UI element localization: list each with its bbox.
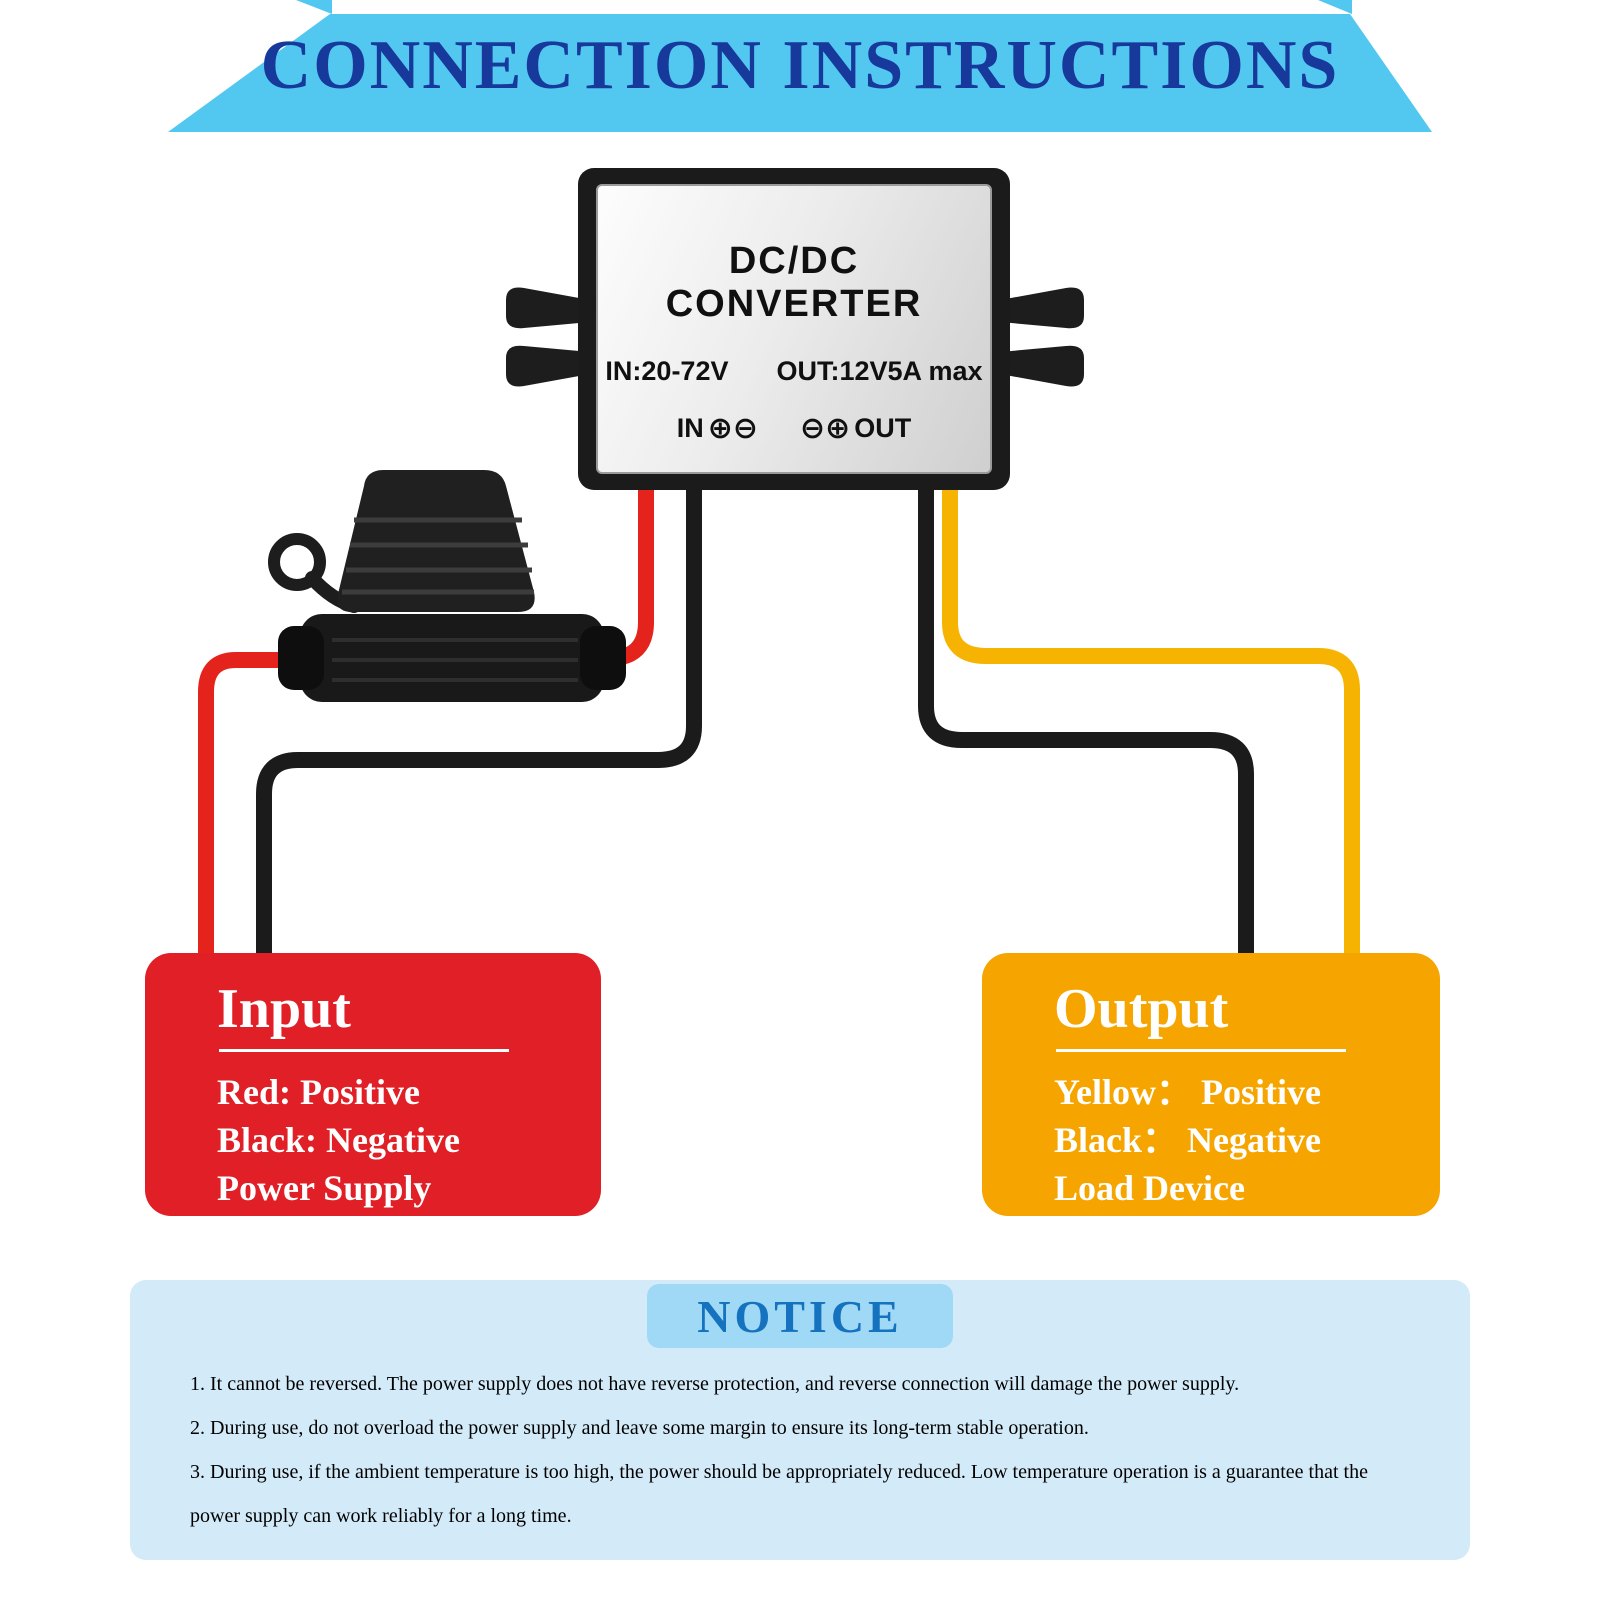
header-banner-fold-right: [1318, 0, 1352, 14]
input-info-box: Input Red: Positive Black: Negative Powe…: [145, 953, 601, 1216]
input-red-wire-lower: [198, 652, 338, 983]
polarity-out-label: OUT: [854, 413, 912, 443]
notice-items: 1. It cannot be reversed. The power supp…: [190, 1362, 1420, 1538]
converter-specs-row: IN:20-72V OUT:12V5A max: [598, 356, 990, 387]
converter-mount-tab-right: [1000, 287, 1084, 387]
input-line-red-positive: Red: Positive: [217, 1072, 420, 1112]
converter-polarity-row: IN ⊕⊖ ⊖⊕ OUT: [598, 411, 990, 446]
output-info-box: Output Yellow： Positive Black： Negative …: [982, 953, 1440, 1216]
polarity-in-label: IN: [676, 413, 704, 443]
input-line-black-negative: Black: Negative: [217, 1120, 460, 1160]
output-yellow-wire: [942, 468, 1360, 983]
fuse-holder-body-ribs: [332, 638, 578, 682]
output-line-yellow-positive: Yellow： Positive: [1054, 1072, 1321, 1112]
output-line-black-negative: Black： Negative: [1054, 1120, 1321, 1160]
notice-title-pill: NOTICE: [647, 1284, 953, 1348]
input-title-underline: [219, 1049, 509, 1052]
out-minus-plus-icon: ⊖⊕: [800, 411, 851, 446]
output-title: Output: [1054, 978, 1229, 1040]
page-title: CONNECTION INSTRUCTIONS: [260, 27, 1340, 104]
fuse-holder-cap: [337, 470, 535, 612]
output-title-underline: [1056, 1049, 1346, 1052]
in-plus-minus-icon: ⊕⊖: [707, 411, 758, 446]
fuse-holder-endcap-right: [580, 626, 626, 690]
header-banner-shape: [168, 14, 1432, 132]
output-line-load-device: Load Device: [1054, 1168, 1245, 1208]
fuse-holder: [268, 470, 626, 702]
notice-item-2: 2. During use, do not overload the power…: [190, 1417, 1089, 1439]
notice-panel: NOTICE 1. It cannot be reversed. The pow…: [130, 1280, 1470, 1560]
header-banner-fold-left: [296, 0, 332, 14]
input-line-power-supply: Power Supply: [217, 1168, 432, 1208]
converter-title: DC/DC CONVERTER: [665, 240, 923, 325]
fuse-holder-cap-ribs: [342, 517, 534, 595]
notice-title: NOTICE: [697, 1290, 903, 1342]
input-title: Input: [217, 978, 351, 1040]
converter-mount-tab-left: [506, 287, 590, 387]
fuse-holder-tether-ring: [268, 533, 326, 591]
converter-input-spec: IN:20-72V: [605, 356, 729, 386]
input-black-wire: [256, 468, 702, 983]
converter-output-spec: OUT:12V5A max: [776, 356, 983, 386]
notice-item-3: 3. During use, if the ambient temperatur…: [190, 1461, 1368, 1527]
notice-item-1: 1. It cannot be reversed. The power supp…: [190, 1373, 1240, 1395]
fuse-holder-endcap-left: [278, 626, 324, 690]
output-black-wire: [918, 468, 1254, 983]
dc-dc-converter-device: DC/DC CONVERTER IN:20-72V OUT:12V5A max …: [578, 168, 1010, 490]
converter-label-panel: DC/DC CONVERTER IN:20-72V OUT:12V5A max …: [596, 184, 992, 474]
